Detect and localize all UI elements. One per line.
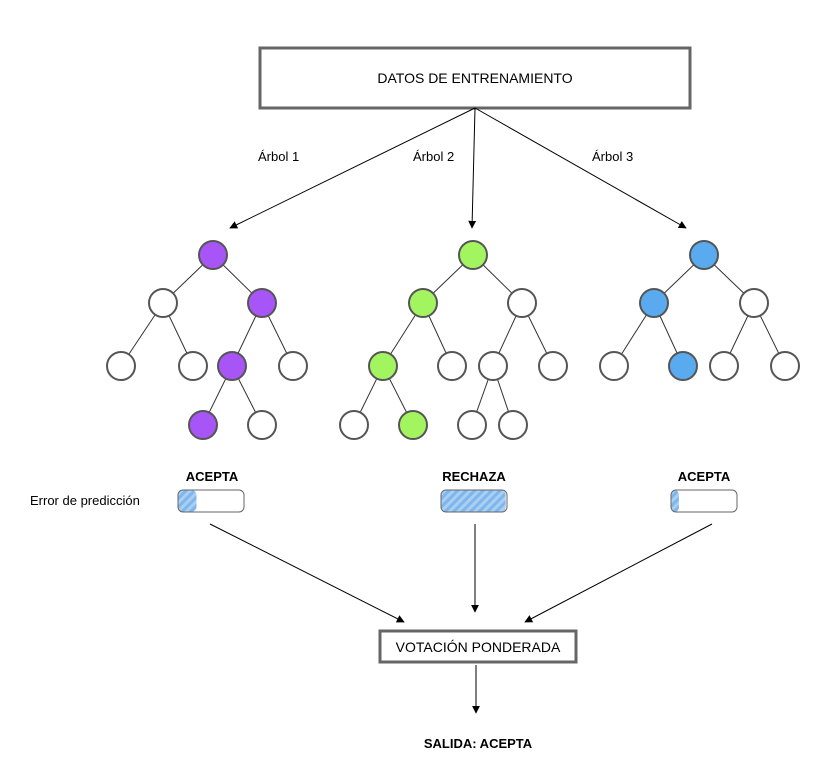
- tree-3-error-bar: [670, 489, 738, 513]
- tree-1-nodes: [106, 240, 308, 440]
- tree-node: [507, 288, 537, 318]
- tree-node: [709, 351, 739, 381]
- tree-node: [178, 351, 208, 381]
- tree-node: [538, 351, 568, 381]
- tree-node: [148, 288, 178, 318]
- tree-1-decision: ACEPTA: [186, 469, 239, 484]
- tree-node: [457, 410, 487, 440]
- tree-node: [599, 351, 629, 381]
- tree-2-decision: RECHAZA: [442, 469, 506, 484]
- error-label: Error de predicción: [30, 493, 140, 508]
- tree-node: [188, 410, 218, 440]
- arrow-to-tree-1: [229, 107, 476, 229]
- tree-1-error-bar: [177, 489, 245, 513]
- arrow-to-tree-2: [468, 107, 477, 229]
- weighted-voting-box: VOTACIÓN PONDERADA: [378, 629, 578, 664]
- tree-node: [458, 240, 488, 270]
- tree-node: [217, 351, 247, 381]
- tree-node: [639, 288, 669, 318]
- tree-node: [408, 288, 438, 318]
- tree-1-edges: [120, 254, 294, 426]
- arrow-tree-3-to-vote: [524, 523, 713, 623]
- tree-2-label: Árbol 2: [413, 149, 454, 164]
- output-label: SALIDA: ACEPTA: [424, 736, 533, 751]
- tree-node: [368, 351, 398, 381]
- tree-node: [247, 288, 277, 318]
- error-bar-fill: [671, 490, 679, 512]
- tree-node: [437, 351, 467, 381]
- tree-node: [247, 410, 277, 440]
- tree-node: [739, 288, 769, 318]
- tree-node: [498, 410, 528, 440]
- tree-3-decision: ACEPTA: [678, 469, 731, 484]
- tree-node: [689, 240, 719, 270]
- tree-node: [770, 351, 800, 381]
- tree-node: [339, 410, 369, 440]
- tree-node: [278, 351, 308, 381]
- tree-node: [106, 351, 136, 381]
- training-data-box: DATOS DE ENTRENAMIENTO: [258, 46, 692, 110]
- training-data-title: DATOS DE ENTRENAMIENTO: [377, 70, 572, 86]
- error-bar-fill: [178, 490, 197, 512]
- tree-node: [198, 240, 228, 270]
- arrow-to-tree-3: [474, 107, 687, 229]
- tree-1-label: Árbol 1: [258, 149, 299, 164]
- weighted-voting-label: VOTACIÓN PONDERADA: [396, 639, 561, 655]
- tree-node: [398, 410, 428, 440]
- tree-node: [668, 351, 698, 381]
- tree-3-label: Árbol 3: [592, 149, 633, 164]
- tree-2-edges: [353, 254, 554, 426]
- tree-2-nodes: [339, 240, 568, 440]
- tree-node: [478, 351, 508, 381]
- arrow-tree-1-to-vote: [209, 523, 405, 623]
- tree-2-error-bar: [440, 489, 508, 513]
- tree-3-nodes: [599, 240, 800, 381]
- error-bar-fill: [441, 490, 506, 512]
